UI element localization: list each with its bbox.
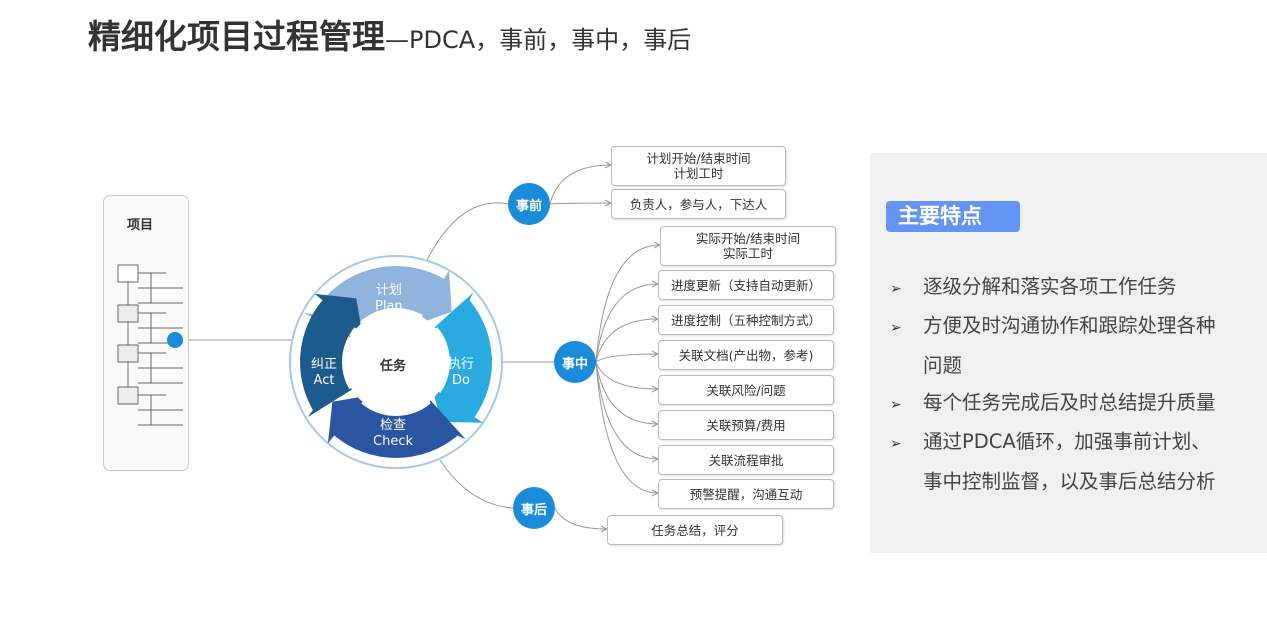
- box-text: 预警提醒，沟通互动: [689, 486, 803, 502]
- title-sub: —PDCA，事前，事中，事后: [385, 26, 692, 54]
- connector-line: [595, 244, 661, 363]
- box-text: 关联文档(产出物，参考): [678, 347, 814, 363]
- feature-text: 问题: [923, 354, 963, 377]
- features-title: 主要特点: [886, 201, 1020, 232]
- box-during-6: 关联流程审批: [658, 445, 834, 475]
- box-text: 进度更新（支持自动更新）: [670, 277, 821, 293]
- act-arrow: [300, 293, 363, 418]
- connector-line: [425, 202, 509, 263]
- box-text: 关联预算/费用: [706, 417, 786, 433]
- box-text: 实际工时: [722, 246, 773, 261]
- project-label: 项目: [127, 218, 154, 233]
- box-before-0: 计划开始/结束时间计划工时: [611, 146, 786, 186]
- plan-cn: 计划: [375, 283, 402, 298]
- features-panel: 主要特点 ➢ 逐级分解和落实各项工作任务 ➢ 方便及时沟通协作和跟踪处理各种问题 ➢ 每个…: [870, 153, 1267, 553]
- connector-line: [595, 361, 659, 494]
- act-cn: 纠正: [311, 357, 338, 372]
- box-after-0: 任务总结，评分: [607, 515, 783, 545]
- feature-text: 方便及时沟通协作和跟踪处理各种: [923, 314, 1216, 337]
- feature-item: ➢ 逐级分解和落实各项工作任务: [890, 268, 1177, 308]
- plan-en: Plan: [375, 299, 403, 314]
- connector-line: [549, 202, 612, 205]
- do-en: Do: [452, 373, 470, 388]
- feature-item: ➢ 方便及时沟通协作和跟踪处理各种问题: [890, 307, 1216, 385]
- tree-node: [117, 264, 139, 283]
- connector-line: [549, 164, 612, 205]
- box-during-0: 实际开始/结束时间实际工时: [660, 226, 836, 266]
- project-tree-icon: [117, 264, 183, 426]
- connector-line: [595, 353, 659, 363]
- do-cn: 执行: [448, 357, 475, 372]
- bullet-arrow-icon: ➢: [890, 436, 902, 452]
- bullet-arrow-icon: ➢: [890, 281, 902, 297]
- box-text: 进度控制（五种控制方式）: [670, 312, 821, 328]
- tree-node: [117, 304, 139, 323]
- box-text: 负责人，参与人，下达人: [629, 196, 768, 212]
- box-during-7: 预警提醒，沟通互动: [658, 479, 834, 509]
- connector-line: [595, 361, 659, 390]
- box-during-3: 关联文档(产出物，参考): [658, 340, 834, 370]
- connector-dot: [167, 332, 183, 348]
- node-before: 事前: [508, 183, 550, 225]
- box-during-4: 关联风险/问题: [658, 375, 834, 405]
- box-before-1: 负责人，参与人，下达人: [611, 189, 786, 219]
- feature-text: 事中控制监督，以及事后总结分析: [923, 470, 1216, 493]
- connector-line: [595, 361, 659, 425]
- box-text: 计划开始/结束时间: [646, 151, 751, 166]
- cycle-center-label: 任务: [380, 359, 407, 374]
- do-arrow: [430, 292, 492, 423]
- check-cn: 检查: [379, 418, 406, 433]
- check-en: Check: [373, 434, 413, 449]
- bullet-arrow-icon: ➢: [890, 320, 902, 336]
- box-text: 任务总结，评分: [651, 522, 739, 538]
- title-main: 精细化项目过程管理: [88, 17, 385, 56]
- feature-text: 逐级分解和落实各项工作任务: [923, 275, 1177, 298]
- act-en: Act: [313, 373, 335, 388]
- cycle-center: [344, 310, 448, 414]
- connector-line: [439, 459, 514, 509]
- box-text: 计划工时: [673, 166, 724, 181]
- tree-node: [117, 344, 139, 363]
- check-arrow: [327, 395, 466, 458]
- page-title: 精细化项目过程管理—PDCA，事前，事中，事后: [88, 10, 691, 58]
- tree-node: [117, 386, 139, 405]
- node-after: 事后: [513, 487, 555, 529]
- box-during-1: 进度更新（支持自动更新）: [658, 270, 834, 300]
- connector-line: [595, 283, 659, 363]
- connector-line: [554, 507, 608, 530]
- connector-line: [595, 361, 659, 460]
- feature-text: 每个任务完成后及时总结提升质量: [923, 391, 1216, 414]
- node-during: 事中: [554, 341, 596, 383]
- bullet-arrow-icon: ➢: [890, 397, 902, 413]
- pdca-cycle: [289, 255, 503, 469]
- box-during-5: 关联预算/费用: [658, 410, 834, 440]
- connector-line: [595, 318, 659, 363]
- feature-item: ➢ 通过PDCA循环，加强事前计划、事中控制监督，以及事后总结分析: [890, 423, 1216, 501]
- feature-item: ➢ 每个任务完成后及时总结提升质量: [890, 384, 1216, 424]
- box-during-2: 进度控制（五种控制方式）: [658, 305, 834, 335]
- box-text: 关联风险/问题: [706, 382, 786, 398]
- box-text: 实际开始/结束时间: [695, 231, 801, 246]
- box-text: 关联流程审批: [708, 452, 784, 468]
- feature-text: 通过PDCA循环，加强事前计划、: [923, 430, 1211, 453]
